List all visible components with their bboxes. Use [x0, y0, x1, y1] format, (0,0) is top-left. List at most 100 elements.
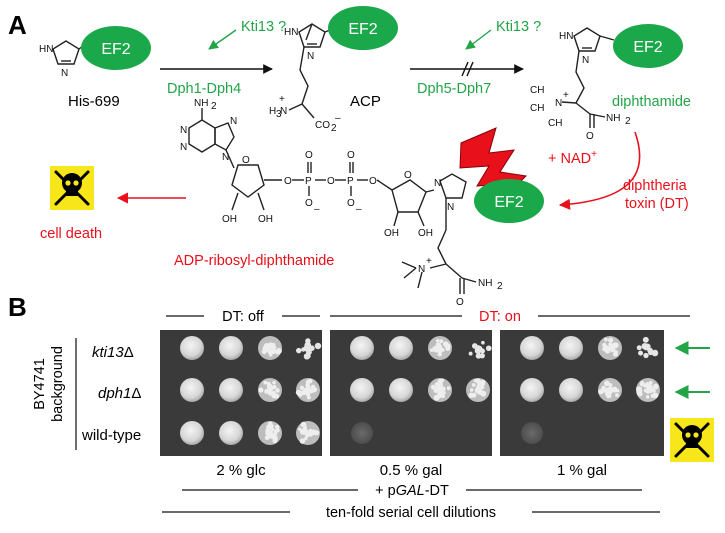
colony-grain: [311, 429, 316, 433]
acp-co2-text: CO: [315, 120, 330, 131]
colony-grain: [636, 389, 642, 395]
colony-grain: [297, 392, 303, 397]
acp-h3n-n: N: [280, 106, 287, 117]
colony-grain: [643, 352, 649, 359]
colony-grain: [600, 389, 605, 394]
dip-n-text: N: [582, 55, 589, 66]
colony-grain: [607, 345, 613, 350]
dip-plus: +: [563, 90, 569, 101]
side-nh2-sub: 2: [497, 281, 503, 292]
dt-label-line2: toxin (DT): [625, 196, 689, 212]
kti13-arrow-2: [465, 29, 492, 50]
colony-grain: [468, 351, 473, 356]
phos-o-7: O: [369, 176, 377, 187]
colony-grain: [433, 394, 440, 401]
colony-grain: [269, 433, 276, 439]
his699-structure: HN N: [39, 40, 84, 79]
colony-grain: [636, 345, 642, 351]
colony-grain: [296, 347, 302, 354]
colony-grain: [299, 429, 306, 435]
dt-off-label: DT: off: [222, 309, 265, 325]
ribose2-oh-a: OH: [384, 228, 399, 239]
phos-minus-2: –: [356, 204, 362, 215]
acp-n-text: N: [307, 51, 314, 62]
colony-grain: [306, 395, 311, 400]
diphthamide-label: diphthamide: [612, 94, 691, 110]
colony-grain: [435, 338, 440, 343]
kti13-q-label-2: Kti13 ?: [496, 19, 541, 35]
colony-grain: [639, 381, 645, 387]
colony-grain: [607, 394, 612, 398]
colony-grain: [264, 389, 269, 394]
adenine-n1: N: [180, 125, 187, 136]
colony-grain: [274, 393, 280, 399]
colony-spot: [180, 421, 204, 445]
colony-grain: [476, 346, 480, 350]
colony-grain: [436, 382, 440, 387]
step2-break-2: [466, 61, 474, 77]
ribose1-oh-b: OH: [258, 214, 273, 225]
colony-grain: [267, 421, 273, 426]
colony-grain: [645, 395, 650, 399]
ribose2-o: O: [404, 170, 412, 181]
colony-grain: [305, 391, 311, 397]
kti13-arrow-1: [208, 29, 237, 50]
colony-grain: [604, 380, 610, 387]
colony-grain: [612, 342, 619, 349]
colony-grain: [481, 340, 485, 345]
colony-grain: [299, 385, 305, 390]
skull-crossbones-icon: [54, 170, 90, 206]
colony-grain: [645, 387, 651, 393]
colony-grain: [615, 393, 619, 398]
colony-spot: [559, 378, 583, 402]
adp-ribosyl-label: ADP-ribosyl-diphthamide: [174, 253, 334, 269]
colony-grain: [651, 349, 659, 357]
colony-grain: [269, 349, 274, 355]
imid-n1: N: [434, 178, 441, 189]
colony-grain: [613, 350, 618, 355]
his699-nh-text: HN: [39, 44, 53, 55]
ef2-label-2: EF2: [348, 21, 377, 38]
phos-o-3: O: [305, 198, 313, 209]
colony-grain: [604, 337, 608, 342]
strain-label-kti13: kti13Δ: [92, 344, 134, 361]
colony-grain: [314, 342, 322, 350]
adenine-n4: N: [222, 152, 229, 163]
colony-grain: [608, 337, 614, 343]
colony-spot: [219, 378, 243, 402]
dip-ch3-a: CH: [530, 85, 544, 96]
cell-death-label: cell death: [40, 226, 102, 242]
dip-nh-text: HN: [559, 31, 573, 42]
dip-nh2: NH: [606, 113, 620, 124]
colony-spot: [559, 336, 583, 360]
adenine-nh2-sub: 2: [211, 101, 217, 112]
ribose1-o: O: [242, 155, 250, 166]
colony-spot: [351, 422, 373, 444]
kti13-q-label-1: Kti13 ?: [241, 19, 286, 35]
colony-grain: [272, 438, 278, 444]
colony-grain: [275, 424, 280, 429]
colony-grain: [267, 346, 271, 350]
ef2-oval-3: [613, 24, 683, 68]
colony-grain: [606, 389, 611, 394]
adp-ribosyl-diphthamide-structure: NH 2 N N N N O OH OH O P O O – O P O O –: [180, 98, 503, 308]
colony-spot: [521, 422, 543, 444]
colony-grain: [272, 384, 277, 390]
phos-minus-1: –: [314, 204, 320, 215]
adenine-nh2: NH: [194, 98, 208, 109]
colony-spot: [389, 378, 413, 402]
dip-ch3-b: CH: [530, 103, 544, 114]
ef2-label-4: EF2: [494, 194, 523, 211]
ef2-label-1: EF2: [101, 41, 130, 58]
colony-grain: [475, 353, 482, 359]
colony-grain: [267, 425, 273, 431]
colony-grain: [473, 378, 477, 383]
colony-grain: [275, 388, 280, 393]
ef2-label-3: EF2: [633, 39, 662, 56]
colony-spot: [219, 336, 243, 360]
phos-o-6: O: [347, 198, 355, 209]
dip-nh2-sub: 2: [625, 116, 631, 127]
colony-grain: [429, 348, 434, 352]
colony-grain: [304, 437, 308, 441]
colony-grain: [273, 429, 278, 434]
